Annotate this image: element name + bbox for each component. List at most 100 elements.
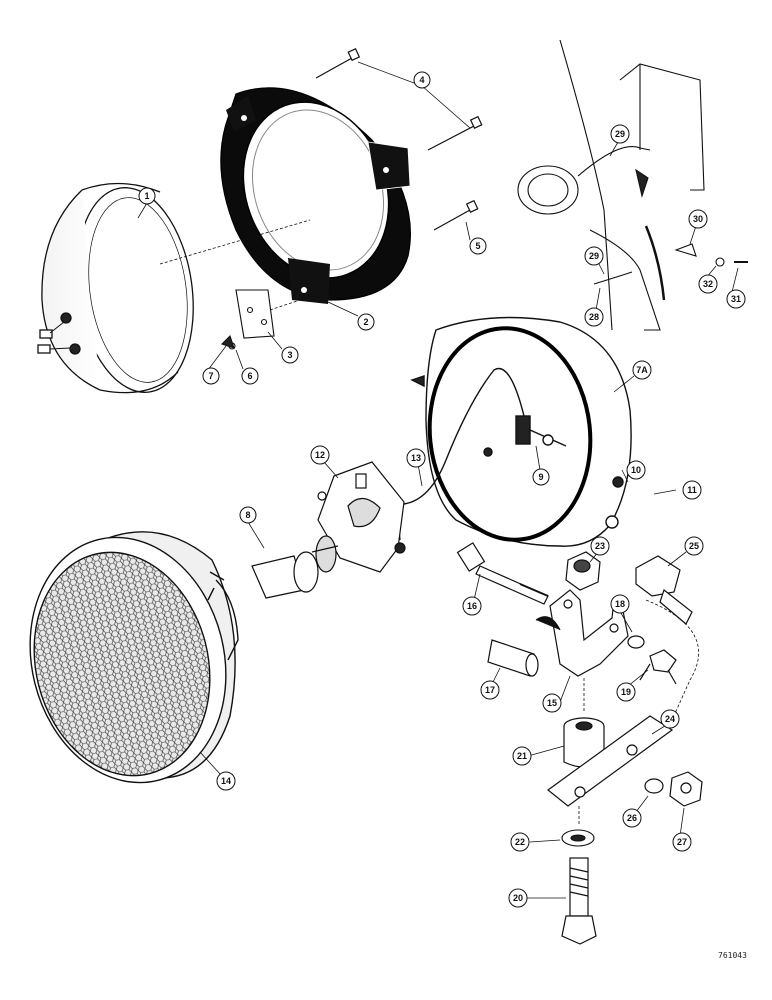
leader-lines xyxy=(137,61,739,899)
lamp-bracket xyxy=(220,289,275,350)
callout-circle xyxy=(682,480,702,500)
callout-c14: 14 xyxy=(216,771,236,791)
callout-label: 28 xyxy=(589,312,599,322)
callout-circle xyxy=(532,468,550,486)
lockwasher-nut xyxy=(644,771,703,807)
star-washer xyxy=(561,829,595,847)
callout-circle xyxy=(626,460,646,480)
callout-c30: 30 xyxy=(688,209,708,229)
callout-c26: 26 xyxy=(622,808,642,828)
callout-circle xyxy=(684,536,704,556)
callout-circle xyxy=(413,71,431,89)
callout-label: 30 xyxy=(693,214,703,224)
callout-circle xyxy=(281,346,299,364)
callout-label: 13 xyxy=(411,453,421,463)
callout-c28: 28 xyxy=(584,307,604,327)
callout-label: 31 xyxy=(731,294,741,304)
callout-c19: 19 xyxy=(616,682,636,702)
bolt-20 xyxy=(561,857,597,945)
cap-screw-25 xyxy=(635,555,693,625)
drawing-reference-number: 761043 xyxy=(718,951,747,960)
callout-label: 10 xyxy=(631,465,641,475)
callout-label: 7A xyxy=(636,365,648,375)
callout-c25: 25 xyxy=(684,536,704,556)
callout-c22: 22 xyxy=(510,832,530,852)
callout-circle xyxy=(590,536,610,556)
inset-mounting-view xyxy=(517,39,748,331)
callout-circle xyxy=(726,289,746,309)
callout-label: 29 xyxy=(615,129,625,139)
callout-circle xyxy=(660,709,680,729)
callout-c11: 11 xyxy=(682,480,702,500)
callout-label: 24 xyxy=(665,714,675,724)
callout-label: 11 xyxy=(687,485,697,495)
callout-circle xyxy=(672,832,692,852)
callout-label: 8 xyxy=(245,510,250,520)
callout-circle xyxy=(239,506,257,524)
callout-c31: 31 xyxy=(726,289,746,309)
callout-label: 12 xyxy=(315,450,325,460)
callout-label: 16 xyxy=(467,601,477,611)
callout-circle xyxy=(480,680,500,700)
callout-circle xyxy=(616,682,636,702)
callout-c6: 6 xyxy=(241,367,259,385)
callout-c29b: 29 xyxy=(584,246,604,266)
callout-c13: 13 xyxy=(406,448,426,468)
callout-label: 4 xyxy=(419,75,424,85)
sealed-beam-lamp xyxy=(37,182,194,394)
callout-c29a: 29 xyxy=(610,124,630,144)
callout-label: 9 xyxy=(538,472,543,482)
callout-c3: 3 xyxy=(281,346,299,364)
long-bolt xyxy=(456,542,549,605)
mounting-ring xyxy=(220,87,411,304)
callout-label: 15 xyxy=(547,698,557,708)
callout-label: 29 xyxy=(589,251,599,261)
callout-circle xyxy=(610,594,630,614)
callout-c21: 21 xyxy=(512,746,532,766)
callout-c2: 2 xyxy=(357,313,375,331)
callout-c17: 17 xyxy=(480,680,500,700)
honeycomb-lamp xyxy=(29,531,239,784)
callout-circle xyxy=(508,888,528,908)
callout-label: 22 xyxy=(515,837,525,847)
hex-nut-23 xyxy=(565,551,601,591)
callout-circle xyxy=(357,313,375,331)
callout-circle xyxy=(698,274,718,294)
callout-c18: 18 xyxy=(610,594,630,614)
callout-label: 32 xyxy=(703,279,713,289)
callout-circle xyxy=(202,367,220,385)
callout-c20: 20 xyxy=(508,888,528,908)
strap-plate xyxy=(547,715,674,807)
callout-c8: 8 xyxy=(239,506,257,524)
callout-circle xyxy=(406,448,426,468)
callout-label: 19 xyxy=(621,687,631,697)
callout-circle xyxy=(622,808,642,828)
callout-label: 2 xyxy=(363,317,368,327)
ring-screws xyxy=(315,47,483,231)
callout-c1: 1 xyxy=(138,187,156,205)
lamp-housing xyxy=(410,316,632,547)
callout-label: 18 xyxy=(615,599,625,609)
callout-label: 27 xyxy=(677,837,687,847)
callout-c7a: 7A xyxy=(632,360,652,380)
callout-label: 7 xyxy=(208,371,213,381)
callout-circle xyxy=(610,124,630,144)
callout-c12: 12 xyxy=(310,445,330,465)
callout-label: 20 xyxy=(513,893,523,903)
callout-c5: 5 xyxy=(469,237,487,255)
callout-circle xyxy=(310,445,330,465)
callout-c7: 7 xyxy=(202,367,220,385)
callout-label: 25 xyxy=(689,541,699,551)
callout-label: 6 xyxy=(247,371,252,381)
callout-label: 26 xyxy=(627,813,637,823)
callout-circle xyxy=(584,246,604,266)
callout-label: 21 xyxy=(517,751,527,761)
callout-circle xyxy=(510,832,530,852)
callout-circle xyxy=(584,307,604,327)
callout-c15: 15 xyxy=(542,693,562,713)
washer-wingnut xyxy=(627,635,677,685)
spacer-tube xyxy=(487,639,539,677)
callout-label: 5 xyxy=(475,241,480,251)
